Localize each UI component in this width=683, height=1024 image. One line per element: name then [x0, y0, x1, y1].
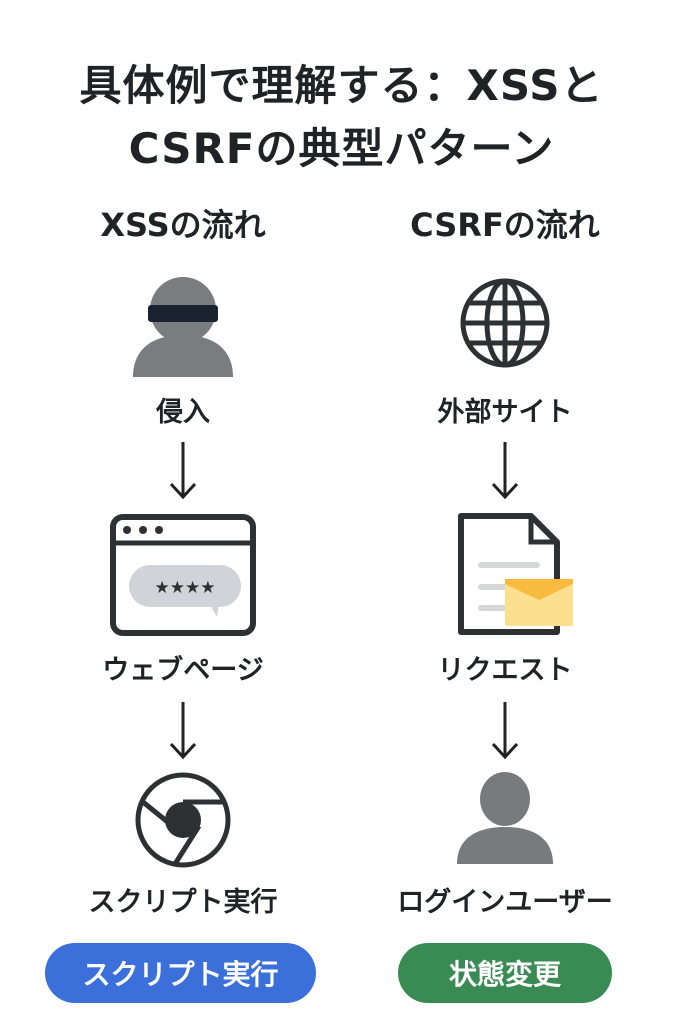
csrf-result-button[interactable]: 状態変更	[398, 943, 612, 1003]
csrf-step-2-label: リクエスト	[437, 655, 573, 686]
title-line-2: CSRFの典型パターン	[128, 124, 555, 173]
xss-result-button[interactable]: スクリプト実行	[45, 943, 316, 1003]
arrow-down-icon	[491, 702, 519, 760]
globe-icon	[460, 278, 550, 368]
arrow-down-icon	[491, 442, 519, 500]
browser-window-icon: ★★★★	[110, 514, 256, 636]
xss-heading: XSSの流れ	[100, 206, 266, 244]
csrf-column: CSRFの流れ 外部サイト リクエスト ログインユーザー 状態変更	[345, 0, 665, 1024]
title-line-1: 具体例で理解する：XSSと	[79, 61, 604, 110]
password-bubble: ★★★★	[155, 578, 216, 598]
csrf-heading: CSRFの流れ	[410, 206, 600, 244]
csrf-step-3-label: ログインユーザー	[397, 887, 613, 918]
xss-step-2-label: ウェブページ	[102, 655, 264, 686]
browser-logo-icon	[135, 772, 231, 868]
hacker-icon	[133, 277, 233, 377]
user-icon	[457, 772, 553, 864]
document-envelope-icon	[458, 513, 573, 635]
arrow-down-icon	[169, 442, 197, 500]
xss-step-3-label: スクリプト実行	[88, 887, 278, 918]
xss-step-1-label: 侵入	[156, 397, 210, 428]
csrf-step-1-label: 外部サイト	[437, 397, 573, 428]
xss-column: XSSの流れ 侵入 ★★★★ ウェブページ スクリプト実行 スクリプト実行	[23, 0, 343, 1024]
arrow-down-icon	[169, 702, 197, 760]
